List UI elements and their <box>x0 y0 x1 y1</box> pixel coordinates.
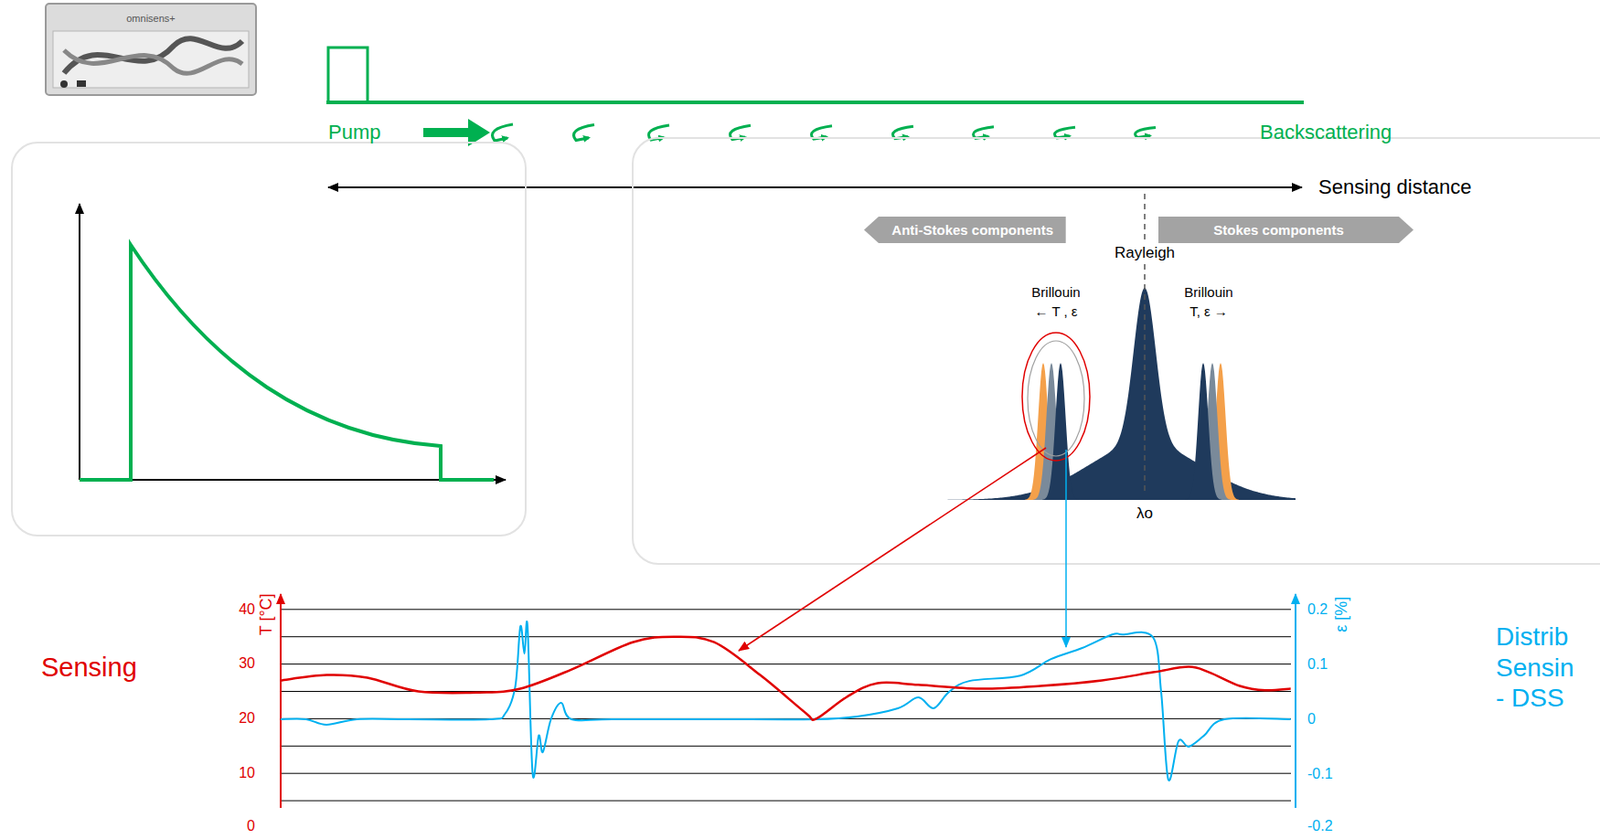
temperature-axis <box>279 594 282 809</box>
tick-label: 30 <box>238 655 256 672</box>
chart <box>280 594 1296 809</box>
tick-label: 10 <box>238 765 256 782</box>
rayleigh-peak <box>936 288 1296 501</box>
leader-arrow <box>738 448 1046 651</box>
distance-arrow <box>328 186 1302 189</box>
peak-label: Brillouin <box>1031 284 1080 300</box>
grid-line <box>280 746 1291 747</box>
grid-line <box>280 800 1291 802</box>
grid-line <box>280 773 1291 775</box>
tick-label: -0.2 <box>1307 818 1334 835</box>
pump-pulse <box>328 47 368 103</box>
panel <box>11 142 526 536</box>
wavelength-label: λo <box>1136 504 1153 523</box>
backscatter-arrow <box>973 127 995 139</box>
fiber-line <box>326 100 1304 105</box>
strain-curve <box>280 621 1291 781</box>
tick-label: 0 <box>246 818 256 835</box>
brillouin-peak <box>1184 362 1222 501</box>
band-arrow <box>1158 216 1414 244</box>
signal-label: Pump <box>328 120 381 144</box>
strain-axis <box>1294 594 1297 809</box>
backscatter-arrow <box>1135 128 1157 139</box>
axis-title: T [°C] <box>256 593 277 636</box>
tick-label: 0.2 <box>1307 601 1328 619</box>
backscatter-trace <box>79 245 494 480</box>
grid-line <box>280 608 1291 610</box>
axis-title: ε [%] <box>1333 596 1353 632</box>
band-label: Stokes components <box>1158 216 1414 244</box>
tick-label: 20 <box>238 710 256 727</box>
interrogator-device <box>45 3 256 96</box>
section-label: Sensing <box>41 652 138 683</box>
highlight-ellipse <box>1022 332 1090 461</box>
peak-label: Rayleigh <box>1111 244 1178 263</box>
tick-label: -0.1 <box>1307 766 1334 783</box>
rayleigh-line <box>1143 193 1146 494</box>
band-arrow <box>864 216 1067 244</box>
band-label: Anti-Stokes components <box>864 216 1067 244</box>
highlight-ellipse <box>1027 341 1085 457</box>
backscatter-arrow <box>574 124 596 140</box>
section-label: - DSS <box>1495 683 1565 714</box>
dimension-label: Sensing distance <box>1318 175 1472 199</box>
panel <box>632 138 1600 565</box>
leader-arrow <box>1065 449 1067 648</box>
backscatter-arrow <box>1055 127 1077 139</box>
backscatter-arrow <box>893 126 915 139</box>
tick-label: 0.1 <box>1307 656 1328 673</box>
direction-band: Stokes components <box>1158 216 1414 244</box>
peak-label: ← T , ε <box>1034 303 1078 320</box>
tick-label: 0 <box>1307 711 1316 728</box>
axis <box>78 203 81 480</box>
brand-name: omnisens+ <box>126 12 176 25</box>
peak-label: Brillouin <box>1184 284 1233 300</box>
grid-line <box>280 636 1291 638</box>
tick-label: 40 <box>238 601 256 619</box>
backscatter-arrow <box>492 124 514 141</box>
spectrum <box>936 288 1296 501</box>
grid-line <box>280 663 1291 665</box>
peak-label: T, ε → <box>1189 303 1228 320</box>
section-label: Distrib <box>1495 622 1568 652</box>
brillouin-peak <box>1042 362 1079 501</box>
temperature-curve <box>280 637 1291 721</box>
section-label: Sensin <box>1495 653 1575 683</box>
signal-label: Backscattering <box>1259 120 1392 144</box>
direction-band: Anti-Stokes components <box>864 216 1067 244</box>
